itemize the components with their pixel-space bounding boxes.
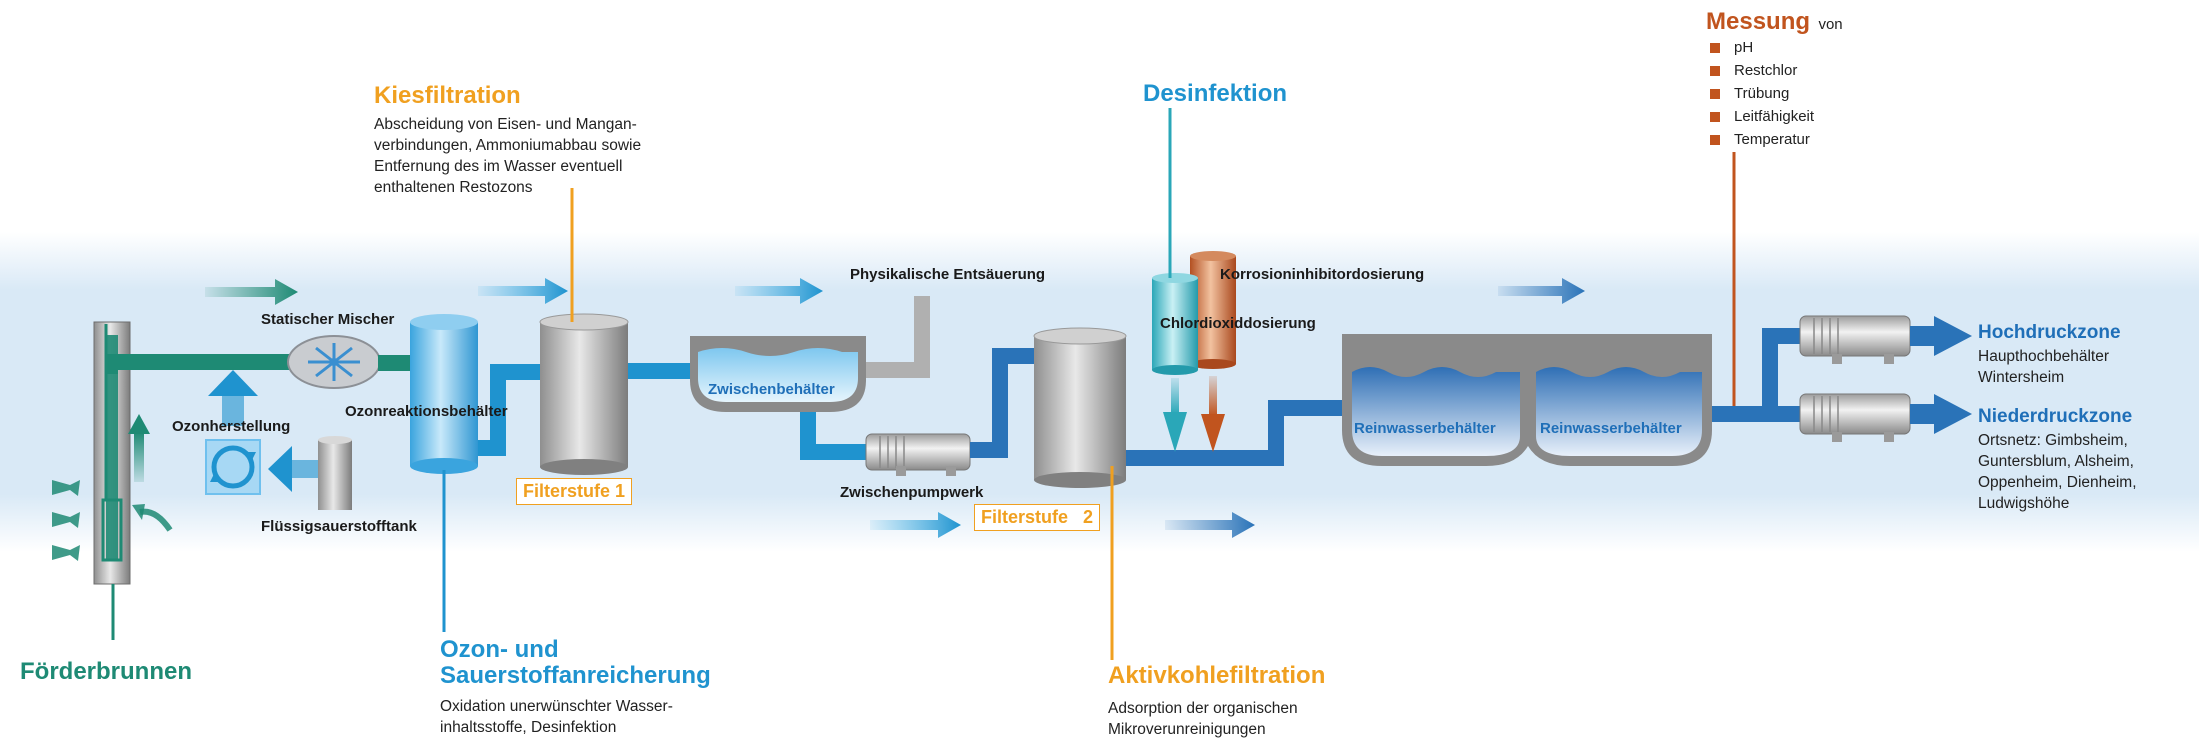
corrosion-inhibitor-dosing bbox=[1190, 251, 1236, 452]
clean-water-tanks bbox=[1342, 334, 1712, 466]
ozonherstellung-label: Ozonherstellung bbox=[172, 418, 291, 435]
aktivkohle-desc: Adsorption der organischen Mikroverunrei… bbox=[1108, 700, 1298, 738]
aktivkohle-title: Aktivkohlefiltration bbox=[1108, 662, 1326, 689]
foerderbrunnen-title: Förderbrunnen bbox=[20, 658, 192, 685]
filterstufe-1-label: Filterstufe 1 bbox=[516, 478, 633, 505]
desinfektion-title: Desinfektion bbox=[1143, 80, 1288, 107]
flow-arrow-icon bbox=[1498, 278, 1585, 304]
reinwasserbehaelter-2-label: Reinwasserbehälter bbox=[1540, 420, 1682, 437]
filterstufe-2-label: Filterstufe 2 bbox=[974, 504, 1101, 531]
well bbox=[52, 321, 173, 640]
messung-item: Leitfähigkeit bbox=[1710, 105, 1814, 128]
zwischenpumpwerk-label: Zwischenpumpwerk bbox=[840, 484, 984, 501]
green-up-arrow bbox=[134, 432, 144, 482]
messung-suffix: von bbox=[1818, 16, 1843, 33]
oxygen-arrow bbox=[290, 460, 324, 478]
blue-pipe bbox=[628, 363, 692, 379]
intermediate-pump bbox=[865, 433, 971, 476]
ozone-up-arrow bbox=[222, 392, 244, 426]
reinwasserbehaelter-1-label: Reinwasserbehälter bbox=[1354, 420, 1496, 437]
niederdruckzone-title: Niederdruckzone bbox=[1978, 406, 2133, 427]
filter-1 bbox=[539, 313, 629, 475]
liquid-oxygen-tank bbox=[318, 436, 352, 510]
flow-arrow-icon bbox=[870, 512, 961, 538]
inflow-arrow-icon bbox=[52, 545, 80, 561]
chlordioxiddosierung-label: Chlordioxiddosierung bbox=[1160, 315, 1316, 332]
blue-pipe bbox=[478, 364, 540, 456]
blue-pipe bbox=[970, 348, 1034, 458]
filter-2 bbox=[1033, 327, 1127, 488]
ozonreaktionsbehaelter-label: Ozonreaktionsbehälter bbox=[345, 403, 508, 420]
deacidification-pipe bbox=[866, 296, 930, 378]
ozone-generator bbox=[205, 370, 324, 495]
korrosionsinhibitordosierung-label: Korrosioninhibitordosierung bbox=[1220, 266, 1425, 283]
messung-item: Trübung bbox=[1710, 82, 1814, 105]
niederdruckzone-desc: Ortsnetz: Gimbsheim, Guntersblum, Alshei… bbox=[1978, 432, 2137, 512]
dark-blue-pipe bbox=[1712, 328, 1804, 422]
green-pipe bbox=[110, 354, 310, 370]
flow-arrow-icon bbox=[735, 278, 823, 304]
messung-item: Restchlor bbox=[1710, 59, 1814, 82]
messung-title: Messung bbox=[1706, 8, 1811, 35]
kiesfiltration-title: Kiesfiltration bbox=[374, 82, 521, 109]
flow-arrow-icon bbox=[205, 279, 298, 305]
output-arrow-icon bbox=[1934, 316, 1972, 356]
messung-item: Temperatur bbox=[1710, 128, 1814, 151]
ozon-title-line1: Ozon- und bbox=[440, 636, 559, 663]
dark-blue-pipe bbox=[1126, 400, 1342, 466]
chlorine-dioxide-dosing bbox=[1152, 273, 1198, 452]
hochdruckzone-desc: Haupthochbehälter Wintersheim bbox=[1978, 348, 2109, 386]
ozon-title-line2: Sauerstoffanreicherung bbox=[440, 662, 711, 689]
fluessigsauerstofftank-label: Flüssigsauerstofftank bbox=[261, 518, 417, 535]
inflow-arrow-icon bbox=[52, 480, 80, 496]
mixer-to-reactor-pipe bbox=[378, 355, 412, 371]
static-mixer bbox=[287, 335, 381, 389]
intermediate-tank bbox=[690, 336, 866, 412]
messung-heading: Messung von bbox=[1706, 8, 1843, 36]
zwischenbehaelter-label: Zwischenbehälter bbox=[708, 381, 835, 398]
messung-item: pH bbox=[1710, 36, 1814, 59]
low-pressure-pump bbox=[1799, 393, 1911, 442]
flow-arrow-icon bbox=[478, 278, 568, 304]
flow-arrow-icon bbox=[1165, 512, 1255, 538]
ozone-reactor bbox=[410, 314, 478, 474]
messung-list: pH Restchlor Trübung Leitfähigkeit Tempe… bbox=[1710, 36, 1814, 151]
kiesfiltration-desc: Abscheidung von Eisen- und Mangan-verbin… bbox=[374, 116, 642, 196]
inflow-arrow-icon bbox=[52, 512, 80, 528]
ozon-desc: Oxidation unerwünschter Wasser-inhaltsst… bbox=[440, 698, 673, 736]
output-arrow-icon bbox=[1934, 394, 1972, 434]
static-mixer-label: Statischer Mischer bbox=[261, 311, 395, 328]
hochdruckzone-title: Hochdruckzone bbox=[1978, 322, 2121, 343]
flow-arrows bbox=[205, 278, 1585, 538]
blue-pipe bbox=[800, 412, 866, 460]
physikalische-entsaeuerung-label: Physikalische Entsäuerung bbox=[850, 266, 1046, 283]
